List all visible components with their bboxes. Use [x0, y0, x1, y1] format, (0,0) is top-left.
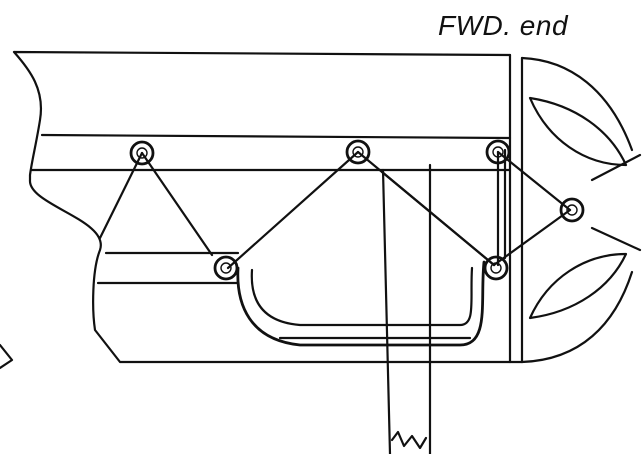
lower-lens [528, 252, 628, 320]
fwd-end-outer [520, 56, 634, 364]
upper-lens [528, 96, 628, 167]
lashing-7 [496, 150, 572, 212]
u-channel-inner [250, 266, 474, 327]
post-left [381, 168, 392, 456]
post-break [390, 430, 428, 450]
lashing-5 [380, 170, 496, 267]
pad-eye [129, 140, 155, 166]
lashing-3 [226, 150, 360, 270]
left-edge-fragment [0, 343, 14, 370]
fwd-end-label: FWD. end [438, 10, 569, 41]
u-channel-outer [236, 260, 486, 347]
pad-eye [483, 255, 509, 281]
pad-eye [345, 139, 371, 165]
lashing-2 [140, 151, 214, 257]
fwd-end-inner-right [590, 153, 642, 252]
hull-outline [12, 50, 524, 364]
pad-eye [485, 139, 511, 165]
pad-eye [559, 197, 585, 223]
pad-eye [213, 255, 239, 281]
lashing-6 [492, 208, 572, 267]
lashing-1 [98, 151, 144, 240]
upper-rail-top [40, 133, 512, 140]
